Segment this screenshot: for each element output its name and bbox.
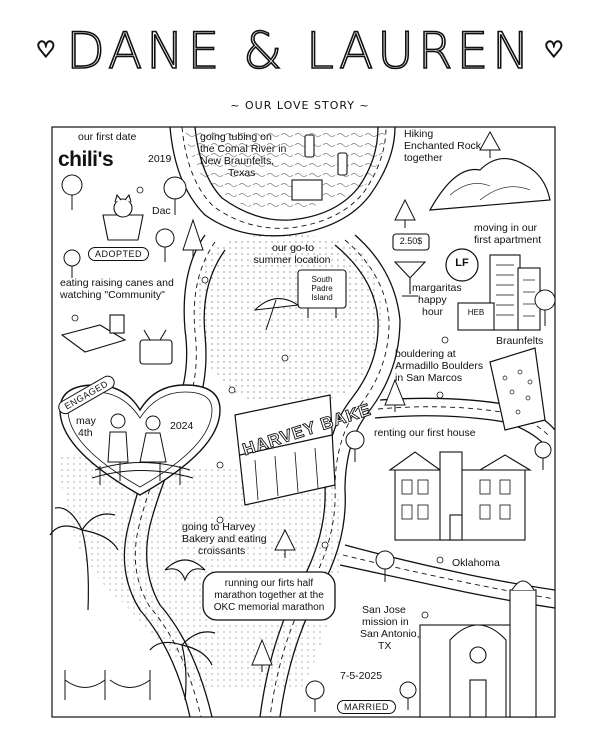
label-tubing-1: going tubing on bbox=[200, 131, 272, 143]
margarita-icon bbox=[393, 261, 427, 297]
label-hiking-2: Enchanted Rock bbox=[404, 140, 482, 152]
price-tag-text: 2.50$ bbox=[399, 236, 423, 246]
heart-left-icon: ♡ bbox=[35, 38, 56, 63]
label-sanjose-1: San Jose bbox=[362, 604, 406, 616]
label-married-date: 7-5-2025 bbox=[340, 670, 383, 682]
label-sanjose-2: mission in bbox=[362, 616, 409, 628]
label-may: may bbox=[76, 415, 96, 427]
first-house bbox=[388, 451, 532, 541]
label-summer-2: summer location bbox=[253, 254, 331, 266]
harvey-bakery bbox=[234, 394, 336, 506]
apartment-buildings bbox=[457, 254, 541, 331]
label-canes-1: eating raising canes and bbox=[60, 277, 174, 289]
label-bouldering-3: in San Marcos bbox=[395, 372, 463, 384]
label-sanjose-3: San Antonio, bbox=[360, 628, 420, 640]
page-subtitle: ~ OUR LOVE STORY ~ bbox=[230, 99, 370, 112]
marathon-banner bbox=[202, 571, 336, 621]
label-day: 4th bbox=[78, 427, 93, 439]
married-badge: MARRIED bbox=[337, 700, 397, 714]
label-hiking-3: together bbox=[404, 152, 443, 164]
label-bouldering-1: bouldering at bbox=[395, 348, 456, 360]
cat-in-box-icon bbox=[102, 193, 144, 241]
label-margaritas-3: hour bbox=[422, 306, 444, 318]
spi-sign-line1: South bbox=[311, 275, 333, 284]
chilis-logo: chili's bbox=[58, 148, 114, 171]
label-marathon-3: OKC memorial marathon bbox=[213, 602, 325, 613]
label-hiking-1: Hiking bbox=[404, 128, 434, 140]
boulder-wall bbox=[489, 347, 546, 431]
label-dac: Dac bbox=[152, 205, 171, 217]
san-jose-mission bbox=[419, 580, 537, 718]
lf-logo-text: LF bbox=[455, 257, 469, 269]
label-tubing-3: New Braunfelts, bbox=[200, 155, 275, 167]
label-moving-2: first apartment bbox=[474, 234, 542, 246]
spi-sign bbox=[297, 269, 347, 318]
label-harvey-2: Bakery and eating bbox=[182, 533, 267, 545]
canes-food-icon bbox=[60, 314, 127, 353]
label-sanjose-4: TX bbox=[378, 640, 392, 652]
palm-trees bbox=[49, 507, 216, 701]
couple-illustration bbox=[91, 413, 194, 485]
label-2019: 2019 bbox=[148, 153, 172, 165]
adopted-badge: ADOPTED bbox=[88, 247, 150, 261]
spi-sign-line2: Padre bbox=[311, 284, 333, 293]
label-marathon-1: running our firts half bbox=[224, 578, 314, 589]
spi-sign-line3: Island bbox=[311, 293, 333, 302]
lf-logo bbox=[445, 248, 479, 282]
label-tubing-4: Texas bbox=[228, 167, 256, 179]
trees bbox=[61, 130, 556, 712]
label-tubing-2: the Comal River in bbox=[200, 143, 287, 155]
label-marathon-2: marathon together at the bbox=[214, 590, 324, 601]
cooler-icon bbox=[291, 134, 348, 201]
label-summer-1: our go-to bbox=[271, 242, 315, 254]
label-margaritas-1: margaritas bbox=[412, 282, 462, 294]
label-first-date: our first date bbox=[78, 131, 137, 143]
label-canes-2: watching "Community" bbox=[60, 289, 165, 301]
label-moving-1: moving in our bbox=[474, 222, 538, 234]
label-harvey-3: croissants bbox=[198, 545, 246, 557]
label-braunfelts: Braunfelts bbox=[496, 335, 544, 347]
decorative-flowers bbox=[71, 186, 449, 619]
river-area bbox=[185, 127, 385, 211]
south-land bbox=[60, 455, 342, 690]
label-margaritas-2: happy bbox=[418, 294, 447, 306]
label-harvey-1: going to Harvey bbox=[182, 521, 256, 533]
heart-right-icon: ♡ bbox=[543, 38, 564, 63]
label-2024: 2024 bbox=[170, 420, 194, 432]
label-renting: renting our first house bbox=[374, 427, 476, 439]
label-bouldering-2: Armadillo Boulders bbox=[395, 360, 484, 372]
price-tag bbox=[392, 233, 430, 251]
enchanted-rock bbox=[428, 158, 551, 211]
heb-sign: HEB bbox=[467, 308, 485, 317]
croissant-icon bbox=[164, 559, 206, 582]
beach-umbrella-icon bbox=[253, 298, 300, 331]
page-title: DANE & LAUREN bbox=[66, 21, 534, 81]
tv-icon bbox=[139, 329, 173, 365]
hammocks bbox=[64, 670, 151, 700]
label-oklahoma: Oklahoma bbox=[452, 557, 500, 569]
